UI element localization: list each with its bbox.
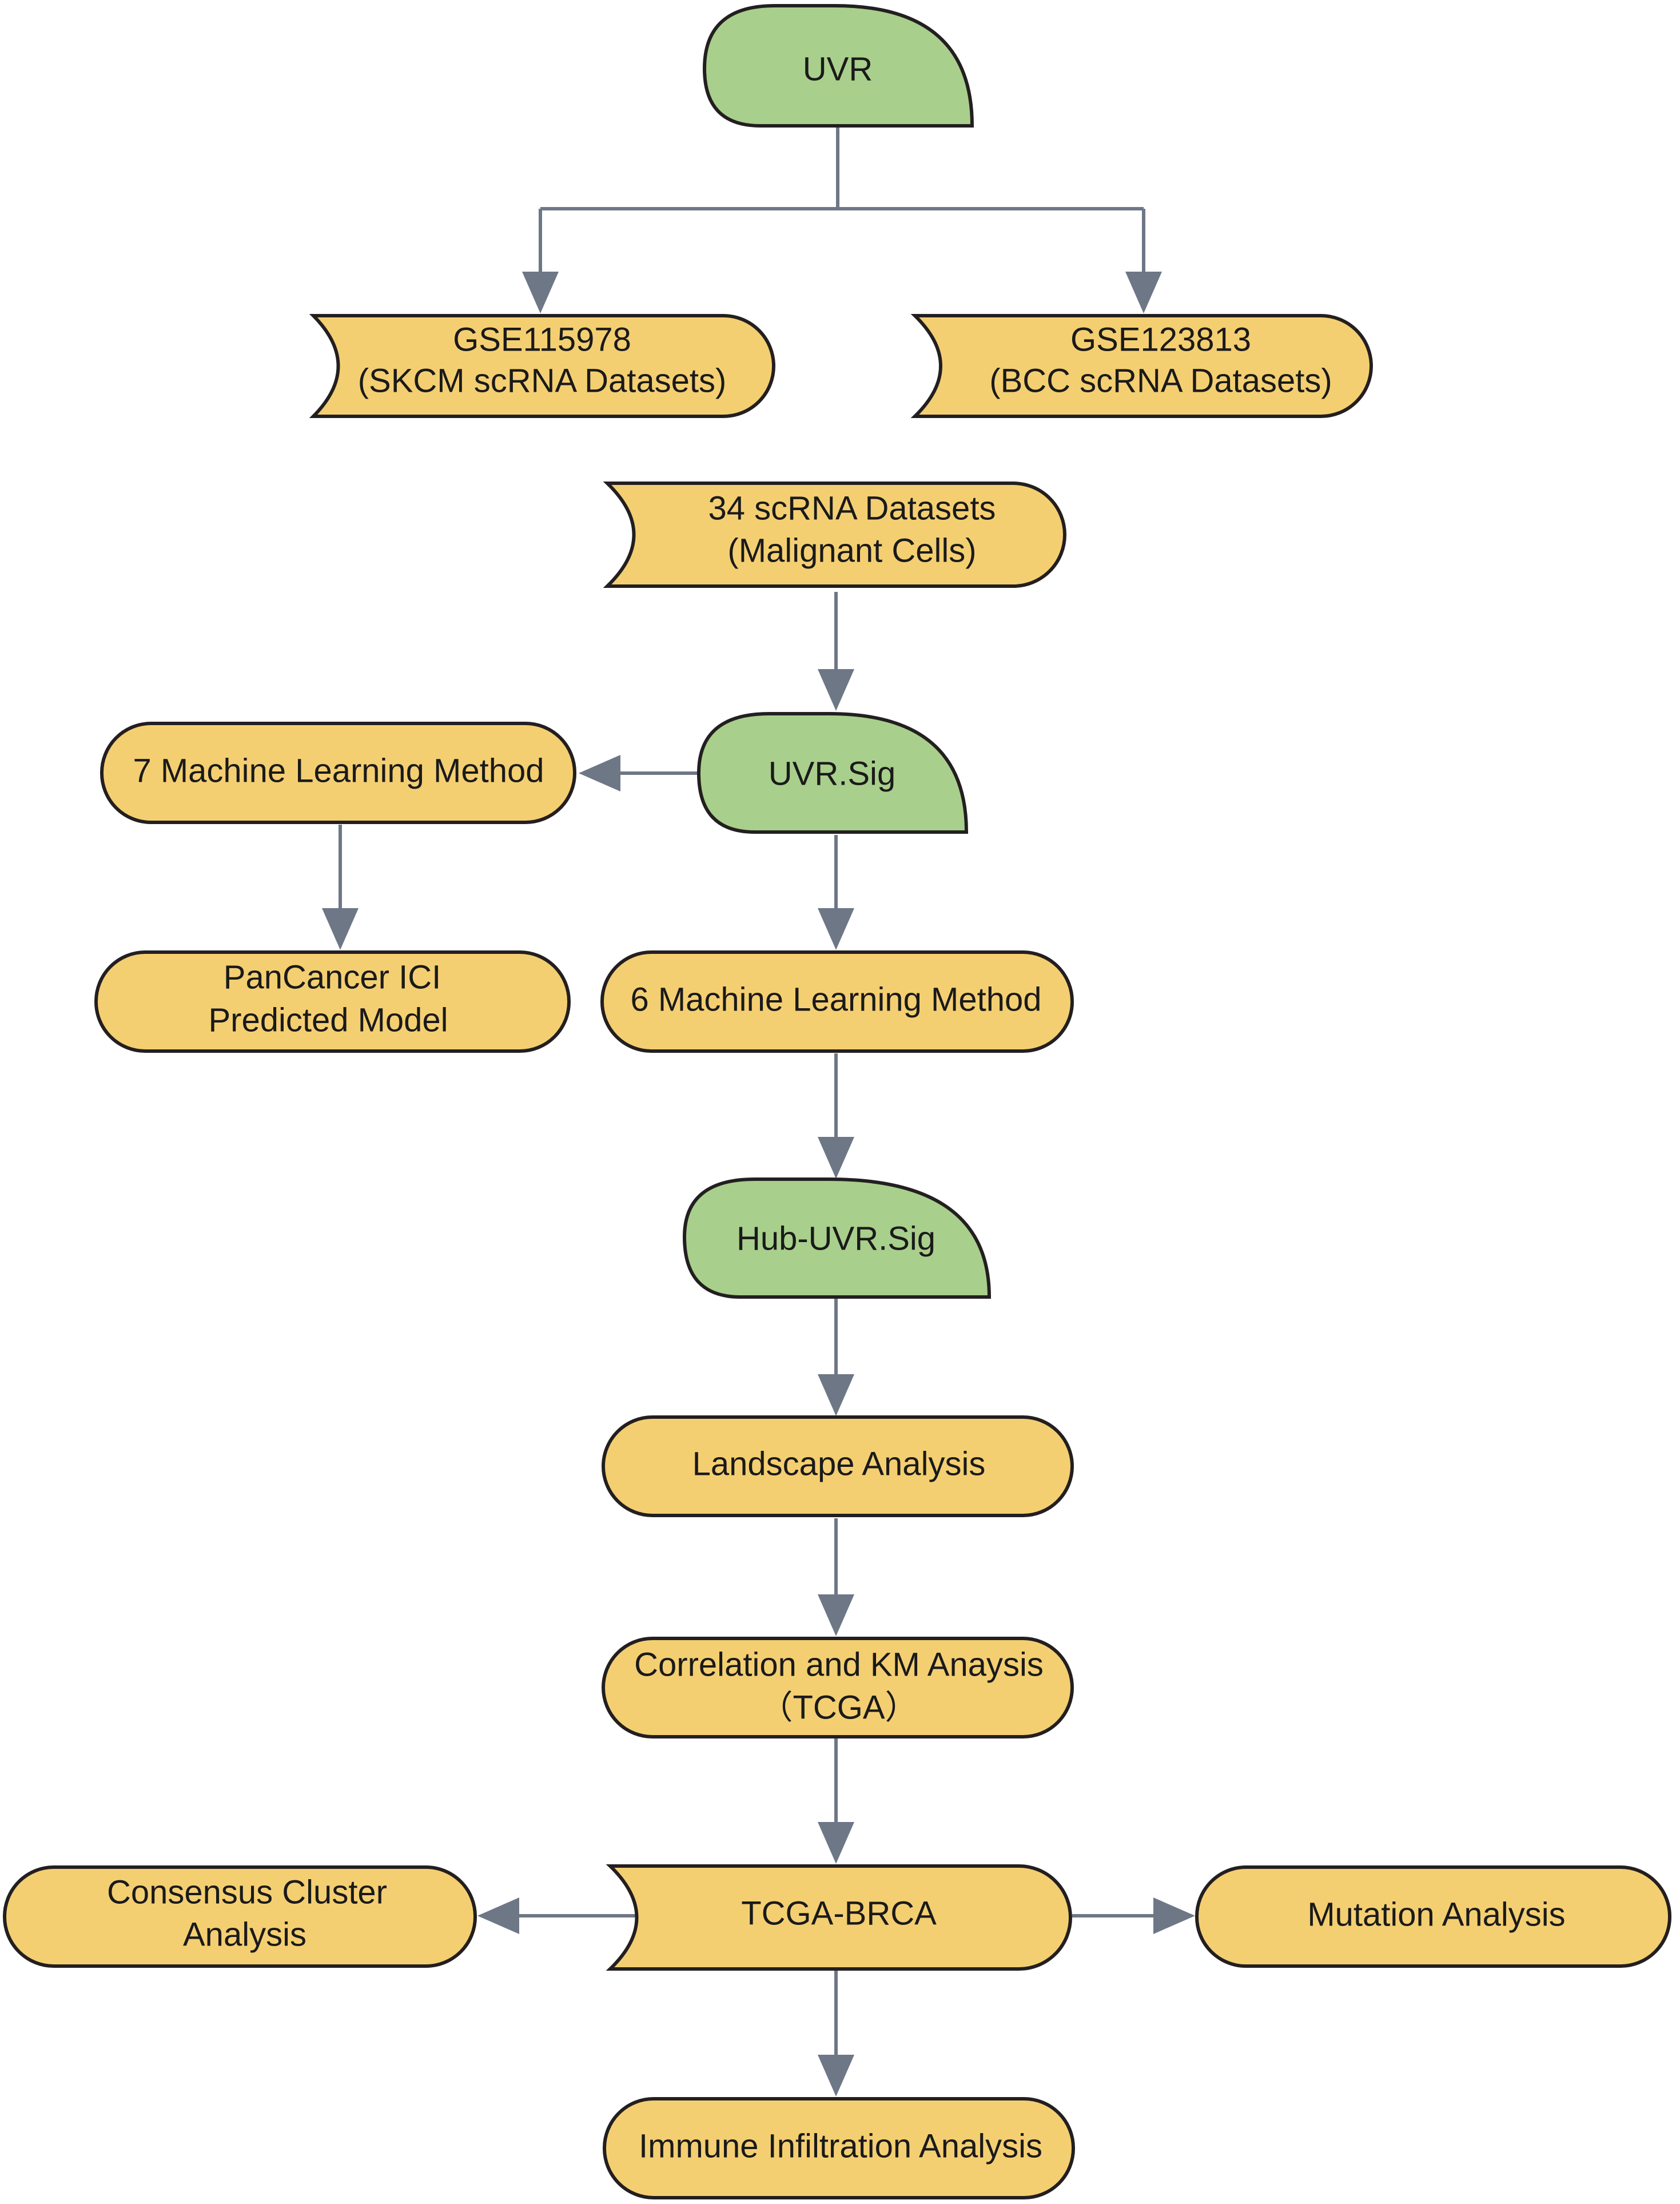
node-gse123813: GSE123813 (BCC scRNA Datasets) (910, 314, 1373, 418)
node-gse123813-shape (910, 314, 1373, 418)
arrowhead-to-pancancer (322, 908, 359, 950)
arrowhead-to-immune (818, 2055, 854, 2096)
arrowhead-to-uvrsig (818, 669, 854, 711)
arrowhead-to-gse123813 (1125, 272, 1162, 313)
connector-uvr-split (539, 126, 1145, 273)
node-7-machine-learning: 7 Machine Learning Method (100, 722, 576, 824)
node-pancancer-ici: PanCancer ICI Predicted Model (94, 950, 571, 1053)
node-uvr-sig-shape (696, 712, 969, 834)
node-uvr-sig-label: UVR.Sig (769, 755, 895, 792)
node-gse115978-label-line1: GSE115978 (453, 321, 631, 358)
node-immune-shape (603, 2097, 1075, 2199)
node-uvr-label: UVR (803, 50, 873, 87)
node-hub-uvr-sig-shape (682, 1177, 992, 1299)
node-mutation-shape (1195, 1865, 1671, 1968)
node-consensus-shape (3, 1865, 477, 1968)
node-mutation-analysis: Mutation Analysis (1195, 1865, 1671, 1968)
arrowhead-to-ml6 (818, 908, 854, 950)
node-uvr-sig: UVR.Sig (696, 712, 969, 834)
node-uvr: UVR (702, 4, 974, 128)
arrowhead-to-landscape (818, 1374, 854, 1416)
node-landscape-analysis: Landscape Analysis (602, 1415, 1074, 1517)
node-tcga-brca-label: TCGA-BRCA (741, 1895, 937, 1932)
node-pancancer-shape (94, 950, 571, 1053)
node-correlation-label-line2: （TCGA） (759, 1689, 918, 1726)
node-pancancer-label-line2: Predicted Model (208, 1001, 448, 1039)
arrowhead-to-gse115978 (522, 272, 559, 313)
node-uvr-shape (702, 4, 974, 128)
arrowhead-to-consensus (477, 1897, 519, 1934)
node-tcga-brca: TCGA-BRCA (606, 1864, 1072, 1971)
node-landscape-label: Landscape Analysis (692, 1445, 986, 1482)
node-gse123813-label-line2: (BCC scRNA Datasets) (989, 362, 1332, 399)
arrowhead-to-tcga (818, 1822, 854, 1864)
node-landscape-shape (602, 1415, 1074, 1517)
node-6-machine-learning: 6 Machine Learning Method (600, 950, 1074, 1053)
node-gse115978-shape (309, 314, 775, 418)
node-tcga-brca-shape (606, 1864, 1072, 1971)
node-gse123813-label-line1: GSE123813 (1070, 321, 1251, 358)
node-consensus-label-line2: Analysis (183, 1916, 306, 1953)
node-ml6-label: 6 Machine Learning Method (630, 981, 1041, 1018)
node-correlation-km: Correlation and KM Anaysis （TCGA） (602, 1637, 1074, 1738)
node-hub-uvr-sig: Hub-UVR.Sig (682, 1177, 992, 1299)
arrowhead-to-ml7 (579, 755, 620, 791)
arrowhead-to-correlation (818, 1594, 854, 1636)
node-consensus-label-line1: Consensus Cluster (107, 1873, 387, 1911)
connectors (322, 126, 1195, 2096)
node-mutation-label: Mutation Analysis (1307, 1896, 1565, 1933)
node-correlation-shape (602, 1637, 1074, 1738)
node-hub-uvr-sig-label: Hub-UVR.Sig (737, 1220, 935, 1257)
arrowhead-to-mutation (1153, 1897, 1195, 1934)
node-34-scrna-label-line1: 34 scRNA Datasets (708, 490, 996, 527)
node-34-scrna-shape (603, 482, 1066, 588)
node-correlation-label-line1: Correlation and KM Anaysis (634, 1646, 1044, 1683)
node-immune-label: Immune Infiltration Analysis (639, 2127, 1042, 2165)
node-ml7-shape (100, 722, 576, 824)
node-ml7-label: 7 Machine Learning Method (133, 752, 544, 789)
node-immune-infiltration: Immune Infiltration Analysis (603, 2097, 1075, 2199)
node-pancancer-label-line1: PanCancer ICI (224, 958, 441, 996)
node-gse115978-label-line2: (SKCM scRNA Datasets) (358, 362, 727, 399)
node-ml6-shape (600, 950, 1074, 1053)
arrowhead-to-hub (818, 1137, 854, 1179)
node-gse115978: GSE115978 (SKCM scRNA Datasets) (309, 314, 775, 418)
node-consensus-cluster: Consensus Cluster Analysis (3, 1865, 477, 1968)
node-34-scrna-datasets: 34 scRNA Datasets (Malignant Cells) (603, 482, 1066, 588)
node-34-scrna-label-line2: (Malignant Cells) (727, 532, 976, 569)
